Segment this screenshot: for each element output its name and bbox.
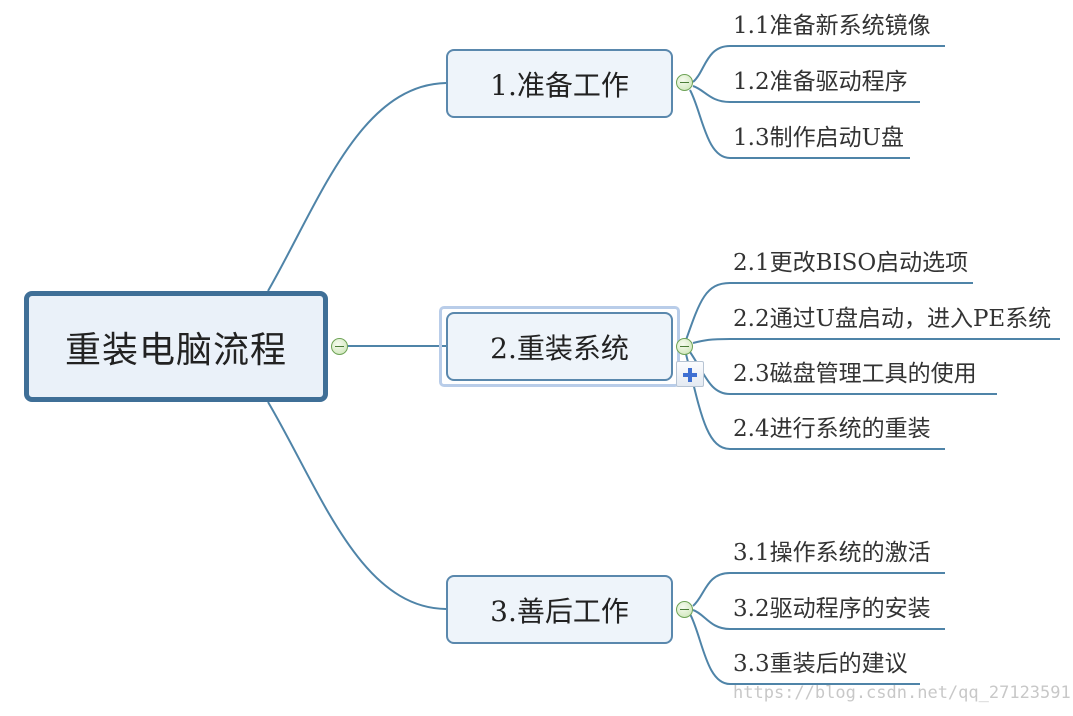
subtopic-1-3[interactable]: 1.3制作启动U盘	[733, 125, 904, 151]
subtopic-3-3[interactable]: 3.3重装后的建议	[733, 651, 908, 677]
branch-topic-3[interactable]: 3.善后工作	[446, 575, 673, 644]
branch-topic-2[interactable]: 2.重装系统	[446, 312, 673, 381]
connector-b1-leaf-1	[692, 45, 945, 83]
subtopic-3-2[interactable]: 3.2驱动程序的安装	[733, 596, 931, 622]
connector-b3-leaf-1	[692, 572, 945, 607]
collapse-root-icon[interactable]	[331, 338, 348, 355]
connector-root-branch-1	[267, 82, 447, 292]
root-topic[interactable]: 重装电脑流程	[24, 291, 328, 402]
subtopic-2-1[interactable]: 2.1更改BISO启动选项	[733, 250, 969, 276]
subtopic-2-3[interactable]: 2.3磁盘管理工具的使用	[733, 361, 977, 387]
connector-b2-leaf-2	[692, 338, 1060, 344]
subtopic-2-4[interactable]: 2.4进行系统的重装	[733, 416, 931, 442]
subtopic-1-2[interactable]: 1.2准备驱动程序	[733, 69, 908, 95]
connector-b3-leaf-2	[692, 609, 945, 630]
connector-b2-leaf-1	[685, 282, 973, 341]
collapse-branch-1-icon[interactable]	[676, 74, 693, 91]
connector-b2-leaf-3	[689, 351, 997, 395]
connector-b1-leaf-2	[692, 85, 920, 103]
add-topic-plus-icon[interactable]	[676, 361, 704, 387]
subtopic-3-1[interactable]: 3.1操作系统的激活	[733, 540, 931, 566]
connector-root-branch-3	[267, 401, 447, 610]
connector-b1-leaf-3	[689, 89, 910, 159]
collapse-branch-3-icon[interactable]	[676, 601, 693, 618]
collapse-branch-2-icon[interactable]	[676, 338, 693, 355]
subtopic-1-1[interactable]: 1.1准备新系统镜像	[733, 13, 931, 39]
watermark-text: https://blog.csdn.net/qq_27123591	[733, 683, 1071, 703]
connector-b3-leaf-3	[689, 613, 920, 685]
subtopic-2-2[interactable]: 2.2通过U盘启动，进入PE系统	[733, 306, 1052, 332]
branch-topic-1[interactable]: 1.准备工作	[446, 49, 673, 118]
